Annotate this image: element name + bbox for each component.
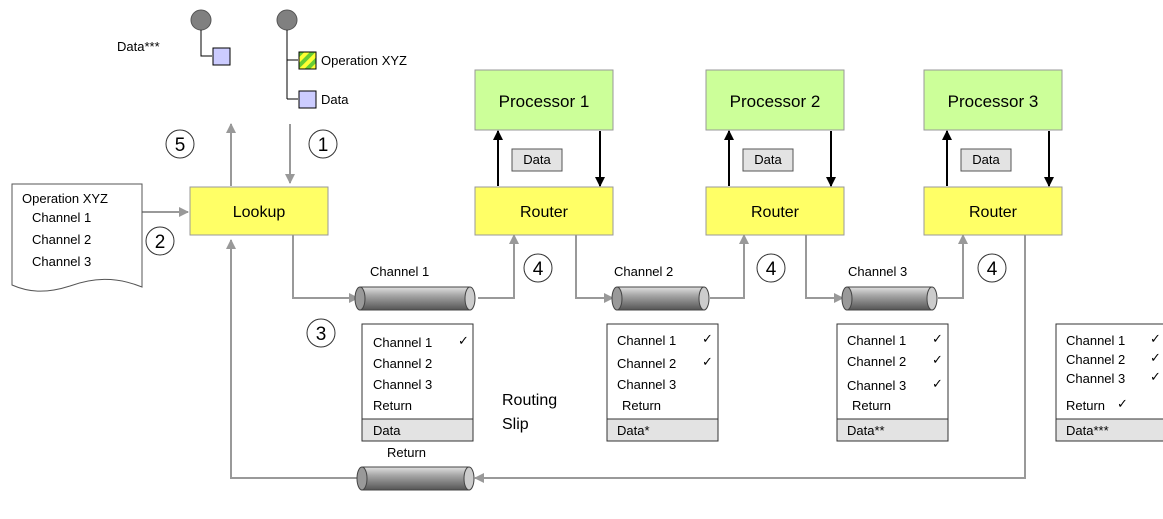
config-line-channel-2: Channel 2 [32,232,91,247]
data-square-icon [298,90,317,109]
check-mark: ✓ [702,331,713,346]
slip-item: Channel 2 [373,356,432,371]
step-marker-4: 4 [756,253,786,283]
slip-item: Channel 3 [1066,371,1125,386]
slip-item: Channel 2 [847,354,906,369]
step-marker-1: 1 [308,129,338,159]
step-marker-4: 4 [523,253,553,283]
routing-config-document: Operation XYZ Channel 1 Channel 2 Channe… [11,183,143,292]
lookup-component: Lookup [189,186,329,236]
channel-label: Channel 1 [370,264,429,279]
step-marker-3: 3 [306,318,336,348]
legend-operation-label: Operation XYZ [321,53,407,68]
check-mark: ✓ [458,333,469,348]
slip-item: Channel 1 [373,335,432,350]
check-mark: ✓ [702,354,713,369]
check-mark: ✓ [932,331,943,346]
data-label: Data [523,152,551,167]
slip-item: Return [852,398,891,413]
data-box [511,148,563,172]
svg-text:4: 4 [766,259,777,280]
slip-data: Data*** [1066,423,1109,438]
router-box [705,186,845,236]
slip-item: Channel 2 [617,356,676,371]
svg-text:Routing: Routing [502,392,557,409]
router-box [923,186,1063,236]
channel-label: Return [387,445,426,460]
data-label: Data [972,152,1000,167]
channel-label: Channel 2 [614,264,673,279]
check-mark: ✓ [932,376,943,391]
routing-slip-3: Channel 1 ✓ Channel 2 ✓ Channel 3 ✓ Retu… [836,323,949,442]
slip-item: Channel 1 [617,333,676,348]
operation-square-icon [298,51,317,70]
step-marker-5: 5 [165,129,195,159]
slip-item: Channel 3 [373,377,432,392]
step-marker-4: 4 [977,253,1007,283]
check-mark: ✓ [1150,369,1161,384]
routing-slip-caption: Routing Slip [502,392,557,433]
slip-item: Channel 1 [1066,333,1125,348]
processor-stage-3: Processor 3 Router Data [923,69,1063,236]
flow-arrows [142,123,1026,483]
check-mark: ✓ [932,352,943,367]
svg-text:3: 3 [316,324,327,345]
data-box [742,148,794,172]
svg-text:2: 2 [155,232,166,253]
data-label: Data [754,152,782,167]
router-label: Router [751,204,800,221]
legend-result-data-label: Data*** [117,39,160,54]
data-square-icon [212,47,231,66]
processor-box [474,69,614,131]
processor-stage-1: Processor 1 Router Data [474,69,614,236]
step-marker-2: 2 [145,226,175,256]
processor-label: Processor 1 [499,92,590,111]
slip-item: Return [1066,398,1105,413]
channel-2-pipe: Channel 2 [611,264,710,311]
router-label: Router [520,204,569,221]
return-channel-pipe: Return [356,445,475,491]
step-markers: 5 1 2 3 4 4 4 [145,129,1007,348]
slip-item: Return [622,398,661,413]
slip-item: Channel 2 [1066,352,1125,367]
check-mark: ✓ [1150,331,1161,346]
svg-text:4: 4 [987,259,998,280]
router-label: Router [969,204,1018,221]
slip-item: Channel 3 [617,377,676,392]
slip-data: Data* [617,423,650,438]
lookup-label: Lookup [233,204,286,221]
config-line-channel-3: Channel 3 [32,254,91,269]
slip-item: Channel 1 [847,333,906,348]
channel-1-pipe: Channel 1 [354,264,476,311]
legend: Data*** Operation XYZ Data [117,9,407,109]
config-line-operation: Operation XYZ [22,191,108,206]
processor-box [705,69,845,131]
legend-data-label: Data [321,92,349,107]
slip-item: Channel 3 [847,378,906,393]
router-box [474,186,614,236]
channel-3-pipe: Channel 3 [841,264,938,311]
svg-text:5: 5 [175,135,186,156]
channel-label: Channel 3 [848,264,907,279]
processor-label: Processor 3 [948,92,1039,111]
svg-text:4: 4 [533,259,544,280]
slip-item: Return [373,398,412,413]
check-mark: ✓ [1150,350,1161,365]
message-root-icon [190,9,212,31]
routing-slip-1: Channel 1 ✓ Channel 2 Channel 3 Return D… [361,323,474,442]
slip-data: Data [373,423,401,438]
data-box [960,148,1012,172]
message-root-icon [276,9,298,31]
slip-data: Data** [847,423,885,438]
config-line-channel-1: Channel 1 [32,210,91,225]
processor-stage-2: Processor 2 Router Data [705,69,845,236]
processor-label: Processor 2 [730,92,821,111]
routing-slip-2: Channel 1 ✓ Channel 2 ✓ Channel 3 Return… [606,323,719,442]
routing-slip-4: Channel 1 ✓ Channel 2 ✓ Channel 3 ✓ Retu… [1055,323,1163,442]
svg-text:Slip: Slip [502,416,529,433]
processor-box [923,69,1063,131]
svg-text:1: 1 [318,135,329,156]
check-mark: ✓ [1117,396,1128,411]
